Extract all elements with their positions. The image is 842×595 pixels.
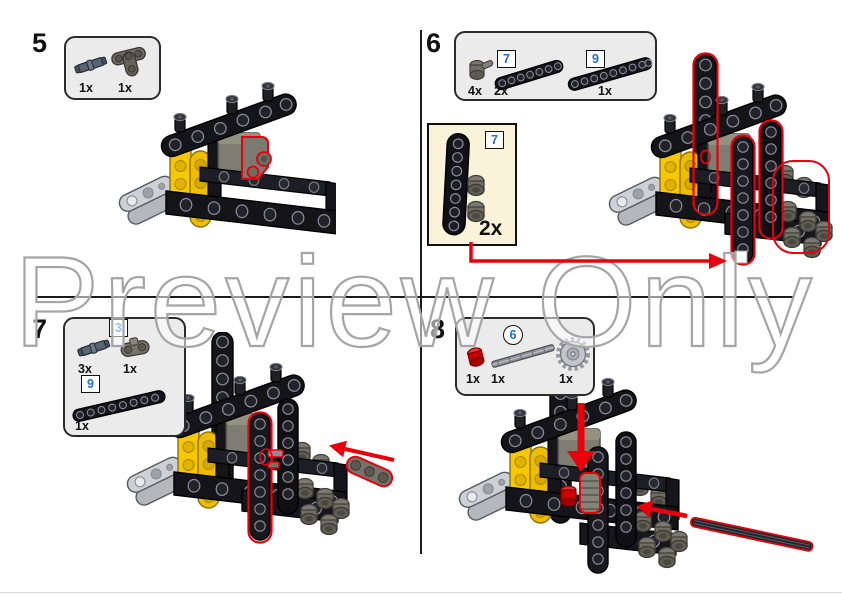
red-highlights (247, 411, 284, 544)
step-number: 5 (32, 28, 48, 58)
callout-qty: 2x (479, 217, 503, 240)
beam-7-icon (494, 59, 564, 91)
vertical-divider (420, 30, 422, 554)
axle-6-icon (491, 344, 555, 368)
part-qty: 2x (494, 84, 508, 98)
gear-icon (556, 337, 590, 371)
axle-length-label: 6 (503, 325, 523, 345)
cross-block-icon (120, 337, 150, 357)
pin-icon (469, 59, 494, 81)
part-qty: 1x (123, 362, 137, 376)
pin-connector-icon (74, 56, 108, 74)
t-liftarm-icon (111, 46, 146, 77)
beam-9-icon (567, 57, 653, 91)
part-length-label: 7 (497, 50, 516, 68)
highlighted-liftarm-part (345, 455, 394, 488)
horizontal-divider (37, 296, 793, 298)
highlighted-axle-part (689, 516, 814, 552)
down-arrow (567, 403, 595, 472)
red-bush-icon (467, 347, 485, 367)
part-length-label: 7 (485, 131, 504, 149)
part-qty: 4x (468, 84, 482, 98)
step-number: 7 (32, 314, 48, 344)
part-qty: 1x (598, 84, 612, 98)
callout-box-step-6: 7 2x (427, 123, 517, 246)
step-8-assembly (440, 375, 814, 593)
part-qty: 1x (75, 419, 89, 433)
step-5-assembly (108, 76, 336, 251)
red-highlights (692, 52, 830, 266)
beam-9-icon (72, 390, 166, 422)
insert-arrow (636, 500, 688, 519)
insert-arrow (329, 440, 395, 462)
part-length-label: 9 (81, 375, 100, 393)
step-7-assembly (105, 332, 395, 544)
part-qty: 1x (118, 81, 132, 95)
part-qty: 1x (79, 81, 93, 95)
callout-arrow (469, 242, 727, 269)
parts-box-step-6: 4x 7 2x 9 (454, 31, 657, 101)
part-qty: 1x (491, 372, 505, 386)
red-bush-highlight (560, 472, 601, 514)
step-6-assembly (596, 52, 842, 266)
pin-connector-icon (77, 339, 111, 357)
footer-rule (0, 592, 842, 593)
part-qty: 1x (466, 372, 480, 386)
parts-box-step-7: 3x 3 1x 9 1x (63, 317, 186, 437)
parts-box-step-8: 1x 6 1x 1x (455, 317, 595, 396)
highlighted-connector (241, 136, 272, 180)
part-qty: 3x (78, 362, 92, 376)
part-length-label: 9 (586, 50, 605, 68)
step-number: 8 (430, 314, 446, 344)
beam-7-with-pins-icon (442, 133, 485, 236)
parts-box-step-5: 1x 1x (64, 36, 161, 100)
step-number: 6 (426, 28, 442, 58)
part-qty: 1x (559, 372, 573, 386)
part-length-label: 3 (109, 319, 128, 337)
